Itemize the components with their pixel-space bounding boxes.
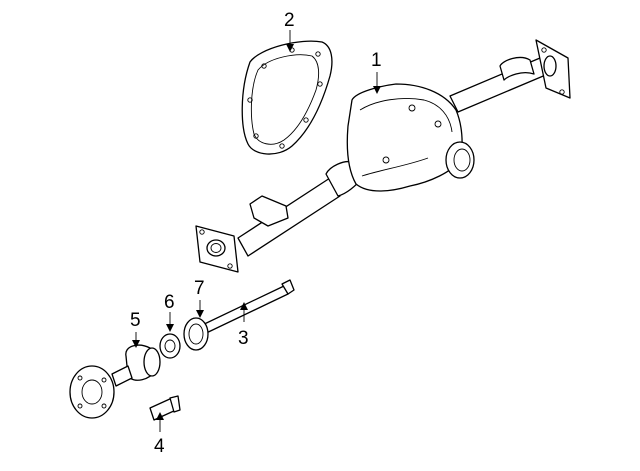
- wheel-stud: [149, 395, 181, 421]
- leader-lines: [132, 30, 381, 432]
- differential-cover: [241, 40, 333, 155]
- axle-bearing: [125, 344, 161, 381]
- differential-housing: [325, 83, 475, 197]
- wheel-flange: [69, 365, 133, 419]
- callout-6: 6: [164, 292, 175, 313]
- callout-4: 4: [154, 436, 165, 457]
- callout-2: 2: [284, 10, 295, 31]
- right-axle-tube: [449, 39, 571, 113]
- callout-7: 7: [194, 278, 205, 299]
- callout-1: 1: [371, 50, 382, 71]
- retainer-ring: [159, 333, 181, 359]
- callout-5: 5: [130, 310, 141, 331]
- axle-seal: [183, 317, 209, 351]
- callout-3: 3: [238, 328, 249, 349]
- left-axle-tube: [195, 177, 341, 273]
